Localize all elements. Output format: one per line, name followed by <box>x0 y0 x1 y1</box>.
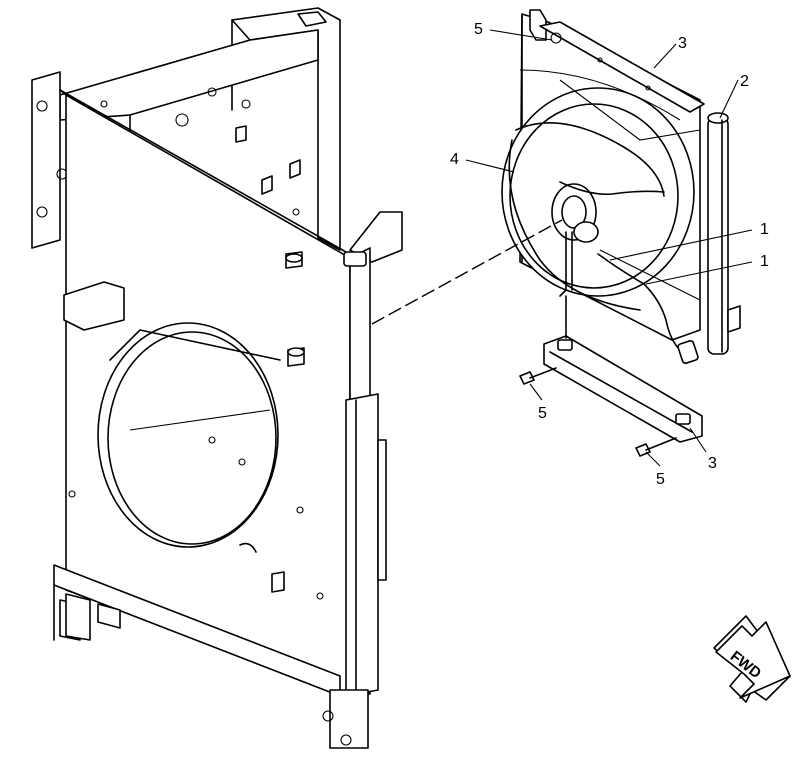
callout-1-b: 1 <box>760 253 769 270</box>
shroud-frame <box>31 7 403 749</box>
callout-5-bottom: 5 <box>656 471 665 488</box>
callout-3-bottom: 3 <box>708 455 717 472</box>
radiator-assembly <box>501 9 741 457</box>
forward-arrow-icon: FWD <box>713 615 791 703</box>
assembly-line <box>371 219 563 325</box>
callout-leaders <box>465 29 753 467</box>
callout-1-a: 1 <box>760 221 769 238</box>
callout-3-top: 3 <box>678 35 687 52</box>
callout-2: 2 <box>740 73 749 90</box>
callout-5-top: 5 <box>474 21 483 38</box>
callout-4: 4 <box>450 151 459 168</box>
callout-5-mid: 5 <box>538 405 547 422</box>
